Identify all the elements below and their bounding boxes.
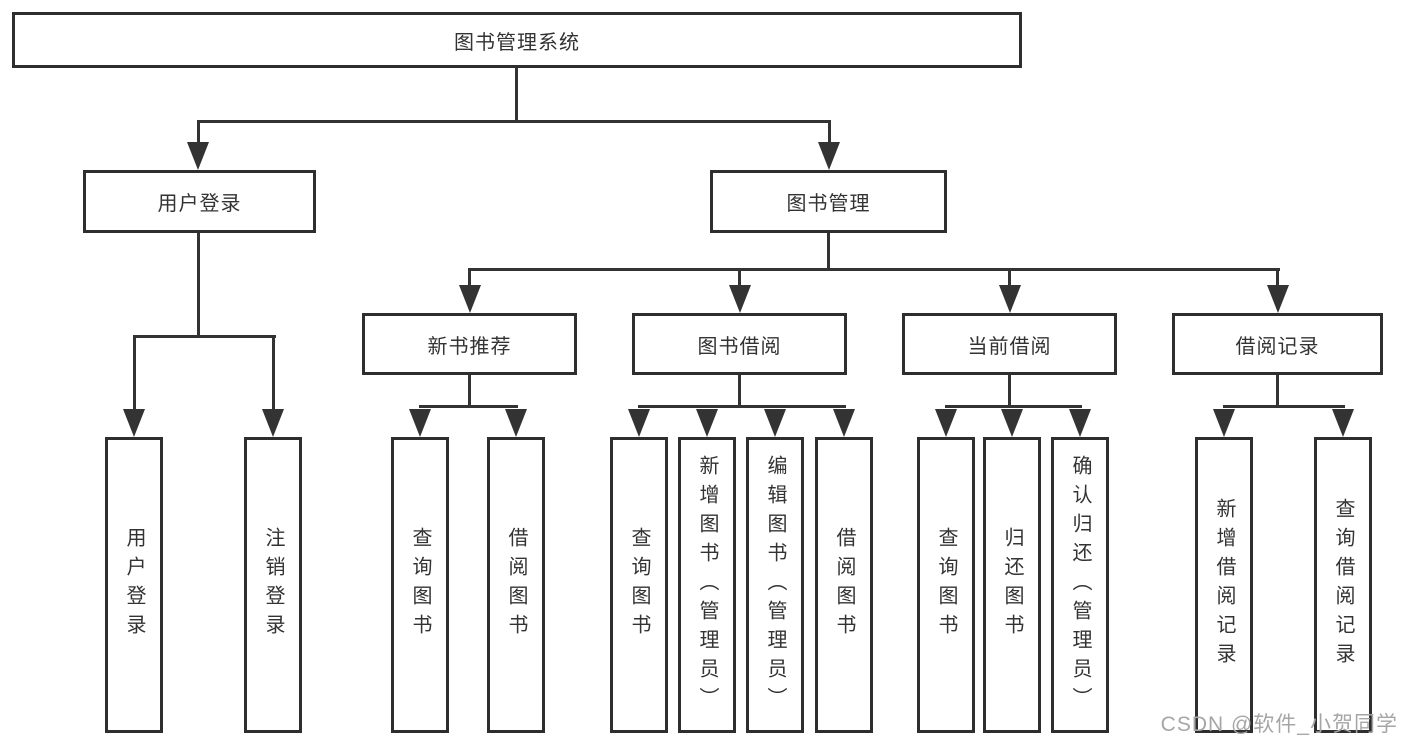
arrowhead-down <box>628 409 650 437</box>
connector-line <box>197 120 200 146</box>
node-return-books-label: 归还图书 <box>1001 527 1023 643</box>
node-book-management: 图书管理 <box>710 170 947 233</box>
node-query-books-current: 查询图书 <box>917 437 975 733</box>
arrowhead-down <box>696 409 718 437</box>
node-query-books-recommend: 查询图书 <box>391 437 449 733</box>
arrowhead-down <box>1332 409 1354 437</box>
connector-line <box>468 268 471 288</box>
node-user-login-label: 用户登录 <box>157 193 242 215</box>
connector-line <box>468 268 1280 271</box>
arrowhead-down <box>1069 409 1091 437</box>
arrowhead-down <box>262 409 284 437</box>
node-new-book-recommend-label: 新书推荐 <box>427 335 512 358</box>
connector-line <box>468 375 471 408</box>
node-query-books-borrowing: 查询图书 <box>610 437 668 733</box>
node-library-system: 图书管理系统 <box>12 12 1022 68</box>
node-current-borrowing-label: 当前借阅 <box>967 335 1052 358</box>
arrowhead-down <box>409 409 431 437</box>
arrowhead-down <box>1213 409 1235 437</box>
arrowhead-down <box>999 285 1021 313</box>
arrowhead-down <box>505 409 527 437</box>
connector-line <box>197 120 831 123</box>
node-add-borrow-record-label: 新增借阅记录 <box>1213 498 1235 672</box>
node-query-borrow-record: 查询借阅记录 <box>1314 437 1372 733</box>
node-edit-books-admin-label: 编辑图书（管理员） <box>764 454 786 716</box>
node-user-login-leaf-label: 用户登录 <box>123 527 145 643</box>
node-current-borrowing: 当前借阅 <box>902 313 1117 375</box>
node-new-book-recommend: 新书推荐 <box>362 313 577 375</box>
node-library-system-label: 图书管理系统 <box>454 31 580 54</box>
connector-line <box>738 268 741 288</box>
arrowhead-down <box>459 285 481 313</box>
arrowhead-down <box>935 409 957 437</box>
arrowhead-down <box>833 409 855 437</box>
node-borrow-books-recommend-label: 借阅图书 <box>505 527 527 643</box>
connector-line <box>197 233 200 337</box>
arrowhead-down <box>818 142 840 170</box>
connector-line <box>1276 268 1279 288</box>
node-user-login-leaf: 用户登录 <box>105 437 163 733</box>
arrowhead-down <box>187 142 209 170</box>
connector-line <box>272 335 275 413</box>
arrowhead-down <box>764 409 786 437</box>
connector-line <box>638 405 846 408</box>
connector-line <box>827 233 830 271</box>
connector-line <box>1276 375 1279 408</box>
node-logout: 注销登录 <box>244 437 302 733</box>
connector-line <box>1008 375 1011 408</box>
node-confirm-return-admin: 确认归还（管理员） <box>1051 437 1109 733</box>
connector-line <box>1008 268 1011 288</box>
node-add-borrow-record: 新增借阅记录 <box>1195 437 1253 733</box>
node-book-borrowing-label: 图书借阅 <box>697 335 782 358</box>
node-query-books-current-label: 查询图书 <box>935 527 957 643</box>
node-query-books-borrowing-label: 查询图书 <box>628 527 650 643</box>
node-add-books-admin-label: 新增图书（管理员） <box>696 454 718 716</box>
node-logout-label: 注销登录 <box>262 527 284 643</box>
node-return-books: 归还图书 <box>983 437 1041 733</box>
node-book-borrowing: 图书借阅 <box>632 313 847 375</box>
node-borrow-books: 借阅图书 <box>815 437 873 733</box>
connector-line <box>1223 405 1345 408</box>
connector-line <box>133 335 136 413</box>
arrowhead-down <box>123 409 145 437</box>
connector-line <box>515 68 518 123</box>
node-add-books-admin: 新增图书（管理员） <box>678 437 736 733</box>
node-edit-books-admin: 编辑图书（管理员） <box>746 437 804 733</box>
node-confirm-return-admin-label: 确认归还（管理员） <box>1069 454 1091 716</box>
arrowhead-down <box>1267 285 1289 313</box>
arrowhead-down <box>1001 409 1023 437</box>
node-query-books-recommend-label: 查询图书 <box>409 527 431 643</box>
arrowhead-down <box>729 285 751 313</box>
connector-line <box>945 405 1082 408</box>
node-borrowing-records-label: 借阅记录 <box>1235 335 1320 358</box>
node-user-login: 用户登录 <box>83 170 316 233</box>
connector-line <box>738 375 741 408</box>
connector-line <box>828 120 831 146</box>
csdn-watermark: CSDN @软件_小贺同学 <box>1160 713 1398 736</box>
connector-line <box>419 405 518 408</box>
node-book-management-label: 图书管理 <box>786 193 871 215</box>
connector-line <box>133 335 276 338</box>
node-borrow-books-recommend: 借阅图书 <box>487 437 545 733</box>
node-query-borrow-record-label: 查询借阅记录 <box>1332 498 1354 672</box>
node-borrowing-records: 借阅记录 <box>1172 313 1383 375</box>
node-borrow-books-label: 借阅图书 <box>833 527 855 643</box>
